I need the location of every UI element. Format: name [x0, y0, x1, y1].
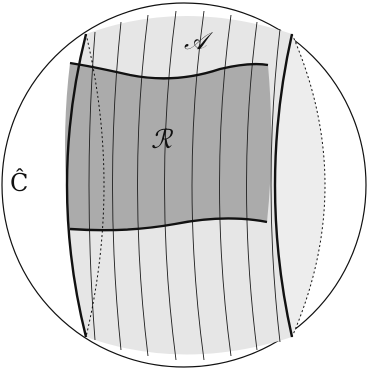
meridian-line	[88, 31, 96, 341]
meridian-line	[270, 28, 281, 343]
region-top-boundary	[69, 61, 269, 80]
annulus-left-back-edge	[85, 33, 105, 338]
meridian-line	[191, 10, 205, 361]
riemann-sphere-label: Ĉ	[10, 168, 28, 197]
region-bottom-boundary	[69, 217, 268, 232]
meridian-line	[219, 14, 232, 357]
meridian-line	[137, 14, 149, 357]
meridian-lines	[88, 10, 281, 361]
annulus-right-front-edge	[273, 33, 294, 338]
annulus-left-front-edge	[65, 33, 88, 338]
region-label: ℛ	[151, 125, 174, 155]
meridian-line	[164, 10, 177, 361]
meridian-line	[112, 21, 122, 351]
annulus-right-back-edge	[291, 33, 326, 338]
annulus-right-end	[275, 34, 325, 337]
